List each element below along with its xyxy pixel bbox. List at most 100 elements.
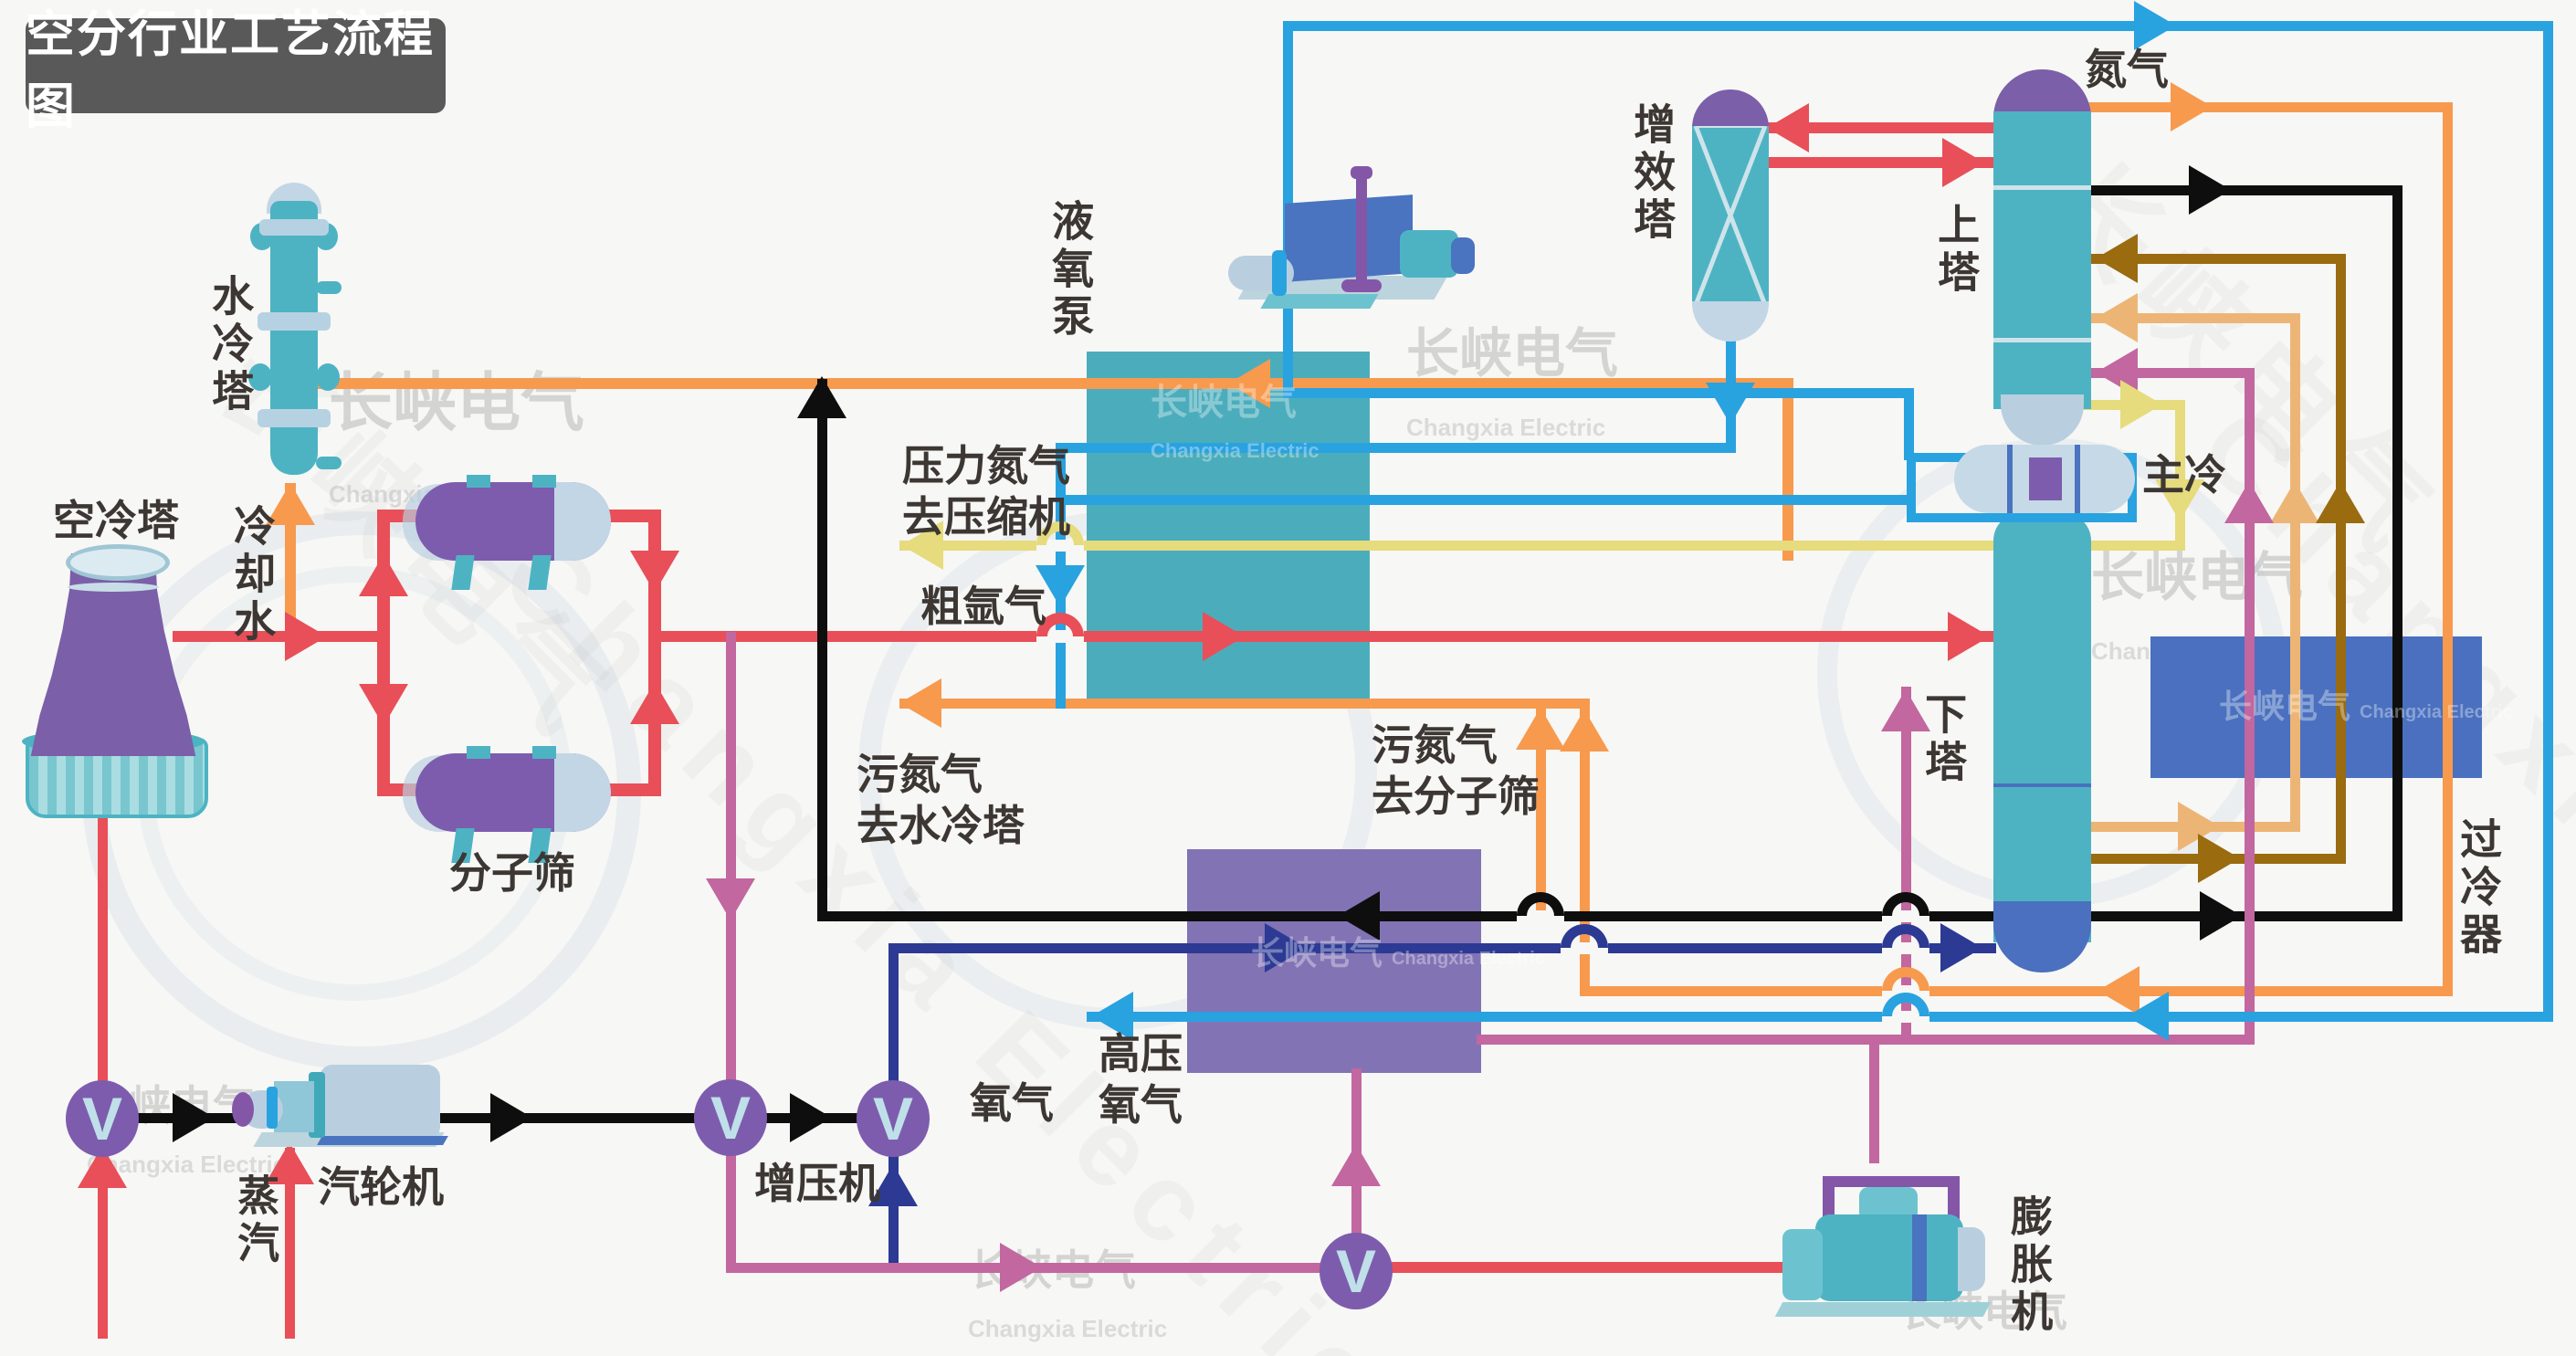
pipe-hop [1882,892,1929,916]
main-condenser-equipment [1954,445,2135,513]
flow-arrow-down [1036,565,1085,607]
flow-arrow-left [2096,293,2138,342]
nozzle-stub [316,457,342,469]
pipe-feed-water-riser [97,807,108,1339]
watermark: 长峡电气 Changxia Electric [1406,310,1618,448]
condenser-line [2075,445,2080,513]
label-cooling-water: 冷却水 [228,504,277,646]
expander-pipe-h [1823,1176,1960,1187]
turbine-band2 [267,1087,278,1129]
label-waste-n2-to-sieve: 污氮气 去分子筛 [1372,721,1540,821]
column-separator [1993,185,2091,190]
label-lox-pump: 液氧泵 [1046,199,1095,342]
flow-arrow-right [1000,1243,1042,1292]
pipe-pressure-n2-line [899,540,2185,551]
pipe-pressure-n2-line [2174,399,2185,551]
pipe-hop [1561,924,1608,948]
flow-arrow-left [899,678,941,728]
lattice-icon [1693,126,1768,305]
vessel-stub [467,746,490,759]
nozzle [316,363,340,391]
flow-arrow-up [1516,708,1565,750]
watermark: 长峡电气 Changxia Electric [2219,688,2513,725]
pipe-lox-pump-line [1903,387,1914,460]
pipe-gan-loop [2542,20,2553,1022]
column-separator [1993,338,2091,342]
pipe-lox-pump-line [1282,387,1914,398]
label-hp-oxygen: 高压 氧气 [1099,1030,1183,1130]
flow-arrow-right [1940,923,1982,972]
feedwater-pump-circle: V [66,1080,139,1157]
pipe-steam-line [284,1147,295,1339]
flow-arrow-right [2189,165,2231,215]
vessel-stub [532,746,556,759]
expander-body [1815,1214,1963,1301]
nozzle [248,363,272,391]
label-crude-argon: 粗氩气 [920,583,1046,630]
pipe-lox-transfer [725,1147,736,1273]
pump-panel [1285,194,1413,282]
pipe-waste-n2-branch [1535,698,1546,921]
watermark-en: Changxia Electric [1406,414,1606,441]
flow-arrow-right [2198,834,2240,883]
pipe-waste-n2-loop [816,378,827,921]
vessel-cap [554,753,611,832]
pump-base2 [1260,294,1379,309]
page-title: 空分行业工艺流程图 [26,7,446,134]
expander-band [1912,1214,1927,1301]
flow-arrow-up [868,1164,918,1206]
flow-arrow-up [630,682,679,724]
label-pressure-n2-to-compressor: 压力氮气 去压缩机 [902,442,1070,541]
flow-arrow-right [2171,82,2213,131]
flow-arrow-right [2134,1,2176,50]
pipe-nitrogen-line [1579,698,1590,996]
flow-arrow-right [1203,612,1245,661]
pipe-oxygen-line [888,942,1996,953]
flange [258,312,331,331]
label-oxygen: 氧气 [970,1079,1054,1127]
flange [259,219,329,236]
flow-arrow-up [1881,689,1930,731]
air-cooling-tower-equipment [22,544,208,818]
steam-turbine-equipment [232,1061,449,1152]
pipe-tan-loop [2086,312,2300,323]
column-bottom-cap [2001,394,2084,446]
flow-arrow-up [266,483,315,525]
pipe-waste-n2-loop [2392,184,2403,921]
flow-arrow-up [797,376,846,418]
expander-cap [1958,1227,1985,1291]
expander-left-tank [1782,1229,1823,1300]
upper-column-equipment [1993,69,2091,446]
label-booster-compressor: 增压机 [754,1160,880,1207]
label-main-condenser: 主冷 [2142,451,2226,499]
flow-arrow-right [1265,923,1307,972]
pump-stem [1356,173,1367,285]
label-upper-column: 上塔 [1932,203,1981,298]
column-bottom-dome [1993,901,2091,972]
flow-arrow-right [790,1093,832,1142]
label-air-cooling-tower: 空冷塔 [53,497,179,544]
flow-arrow-right [285,612,327,661]
pipe-expander-branch-1 [1900,686,1911,1045]
flow-arrow-down [630,551,679,593]
flow-arrow-right [1942,138,1984,187]
pipe-hop [1882,993,1929,1016]
pipe-hop [1882,924,1929,948]
flow-arrow-down [2155,479,2204,521]
label-expander: 膨胀机 [2005,1194,2054,1337]
flow-arrow-down [1706,383,1755,425]
pipe-hop [1517,892,1564,916]
pipe-condenser-feed [1055,494,1912,505]
pipe-booster-return [1763,122,1999,133]
pipe-expander-return [1476,1034,2255,1045]
label-water-cooling-tower: 水冷塔 [206,274,255,416]
flow-arrow-down [706,878,755,920]
flange [258,409,331,427]
label-steam-turbine: 汽轮机 [318,1163,444,1211]
flow-arrow-right [173,1093,215,1142]
watermark-cn: 长峡电气 [1406,324,1619,384]
vessel-stub [532,475,556,488]
oxygen-compressor-circle: V [1320,1233,1393,1309]
pipe-brown-loop [2335,253,2346,864]
